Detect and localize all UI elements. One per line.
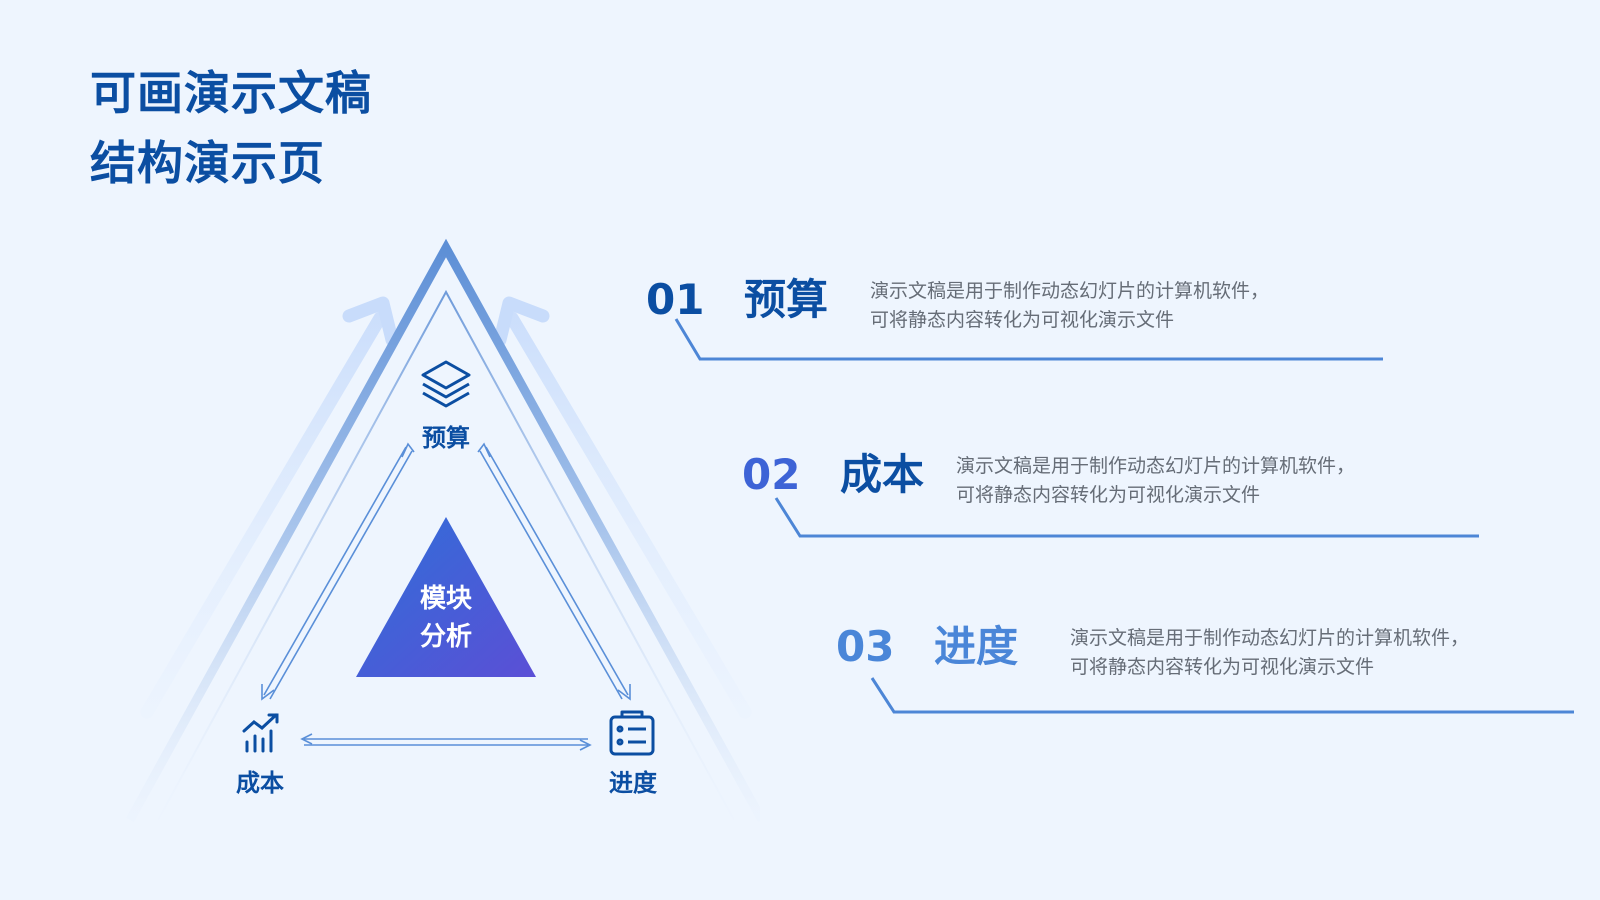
inner-triangle bbox=[157, 289, 735, 821]
page-title: 可画演示文稿 结构演示页 bbox=[90, 58, 372, 198]
list-item-01: 01 预算 演示文稿是用于制作动态幻灯片的计算机软件， 可将静态内容转化为可视化… bbox=[646, 275, 1386, 395]
right-up-arrow bbox=[493, 296, 752, 719]
bar-chart-trend-icon bbox=[242, 713, 279, 753]
item-description-line-2: 可将静态内容转化为可视化演示文件 bbox=[870, 309, 1175, 331]
center-label: 模块 分析 bbox=[420, 580, 472, 656]
item-description-line-2: 可将静态内容转化为可视化演示文件 bbox=[1070, 656, 1375, 678]
item-description: 演示文稿是用于制作动态幻灯片的计算机软件， 可将静态内容转化为可视化演示文件 bbox=[1070, 624, 1469, 682]
item-description-line-2: 可将静态内容转化为可视化演示文件 bbox=[956, 484, 1261, 506]
center-triangle bbox=[356, 517, 536, 677]
item-number: 01 bbox=[646, 275, 705, 324]
arrow-left-right bbox=[300, 733, 592, 751]
node-label-left: 成本 bbox=[236, 769, 284, 797]
arrow-top-right bbox=[477, 442, 631, 701]
item-description-line-1: 演示文稿是用于制作动态幻灯片的计算机软件， bbox=[956, 455, 1356, 477]
checklist-board-icon bbox=[609, 710, 655, 756]
item-description-line-1: 演示文稿是用于制作动态幻灯片的计算机软件， bbox=[870, 280, 1270, 302]
node-label-right: 进度 bbox=[609, 769, 657, 797]
arrow-top-left bbox=[261, 442, 415, 701]
item-underline bbox=[674, 318, 1383, 361]
left-up-arrow bbox=[140, 296, 399, 719]
center-label-line-2: 分析 bbox=[419, 622, 473, 652]
item-description: 演示文稿是用于制作动态幻灯片的计算机软件， 可将静态内容转化为可视化演示文件 bbox=[870, 277, 1269, 335]
outer-triangle bbox=[126, 238, 760, 823]
item-number: 03 bbox=[836, 622, 895, 671]
triangle-diagram bbox=[126, 238, 760, 823]
item-number: 02 bbox=[742, 450, 801, 499]
list-item-02: 02 成本 演示文稿是用于制作动态幻灯片的计算机软件， 可将静态内容转化为可视化… bbox=[742, 450, 1482, 570]
item-underline bbox=[774, 497, 1479, 538]
item-title: 成本 bbox=[840, 450, 925, 499]
item-title: 预算 bbox=[744, 275, 829, 324]
item-title: 进度 bbox=[934, 622, 1019, 671]
item-description: 演示文稿是用于制作动态幻灯片的计算机软件， 可将静态内容转化为可视化演示文件 bbox=[956, 452, 1355, 510]
node-label-top: 预算 bbox=[422, 424, 470, 452]
center-label-line-1: 模块 bbox=[419, 584, 473, 614]
layers-icon bbox=[421, 360, 471, 408]
item-description-line-1: 演示文稿是用于制作动态幻灯片的计算机软件， bbox=[1070, 627, 1470, 649]
list-item-03: 03 进度 演示文稿是用于制作动态幻灯片的计算机软件， 可将静态内容转化为可视化… bbox=[836, 622, 1576, 742]
title-line-1: 可画演示文稿 bbox=[90, 66, 372, 120]
title-line-2: 结构演示页 bbox=[90, 136, 325, 190]
item-underline bbox=[870, 677, 1574, 714]
